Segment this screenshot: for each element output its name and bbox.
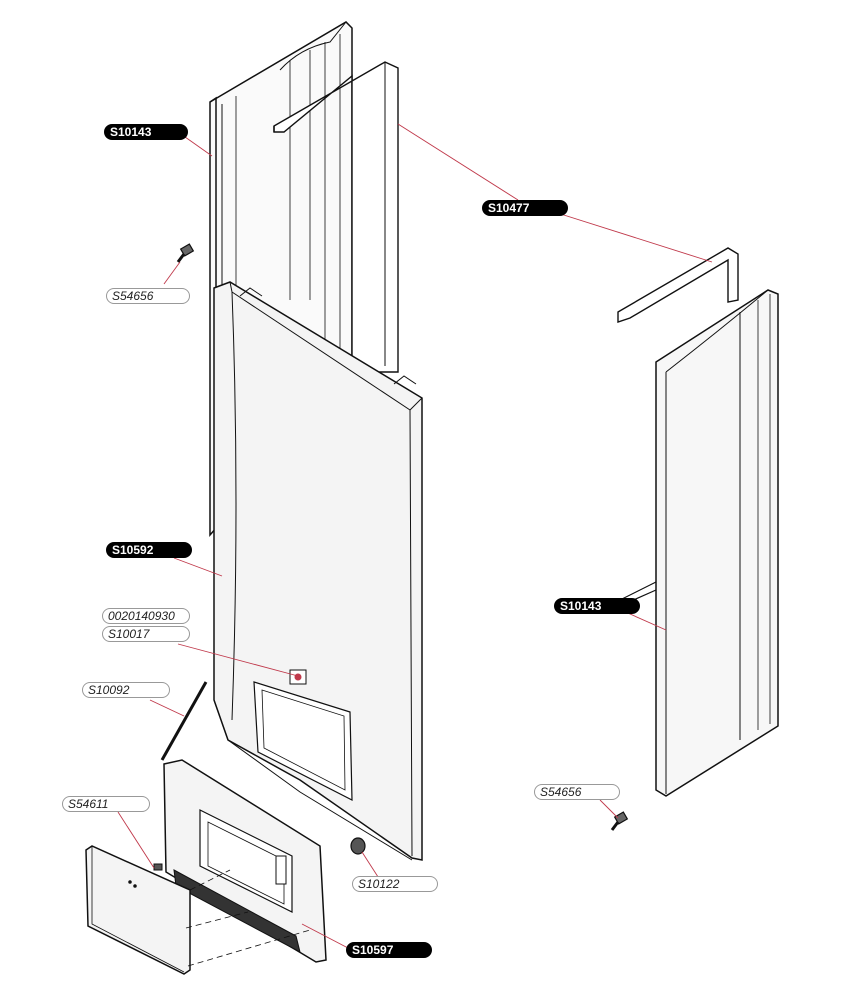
label-s10143-right: S10143 [554, 598, 640, 614]
seal-strip [160, 681, 208, 761]
control-panel-housing [163, 759, 327, 963]
label-s10017: S10017 [102, 626, 190, 642]
label-s10477: S10477 [482, 200, 568, 216]
label-s10092: S10092 [82, 682, 170, 698]
clip-part [153, 863, 163, 871]
front-flap-cover [85, 845, 191, 975]
leader-lines [117, 123, 713, 949]
label-s10597: S10597 [346, 942, 432, 958]
right-seal-frame [617, 247, 739, 323]
label-s54656-right: S54656 [534, 784, 620, 800]
assembly-dashed-lines [185, 869, 311, 967]
label-s10592: S10592 [106, 542, 192, 558]
screw-right [610, 811, 629, 831]
label-0020140930: 0020140930 [102, 608, 190, 624]
label-s10143-top: S10143 [104, 124, 188, 140]
screw-left [176, 243, 195, 263]
right-side-panel [619, 289, 779, 797]
front-casing-panel [213, 281, 423, 861]
label-s54611: S54611 [62, 796, 150, 812]
knob-part [350, 837, 366, 855]
label-s54656-left: S54656 [106, 288, 190, 304]
label-s10122: S10122 [352, 876, 438, 892]
